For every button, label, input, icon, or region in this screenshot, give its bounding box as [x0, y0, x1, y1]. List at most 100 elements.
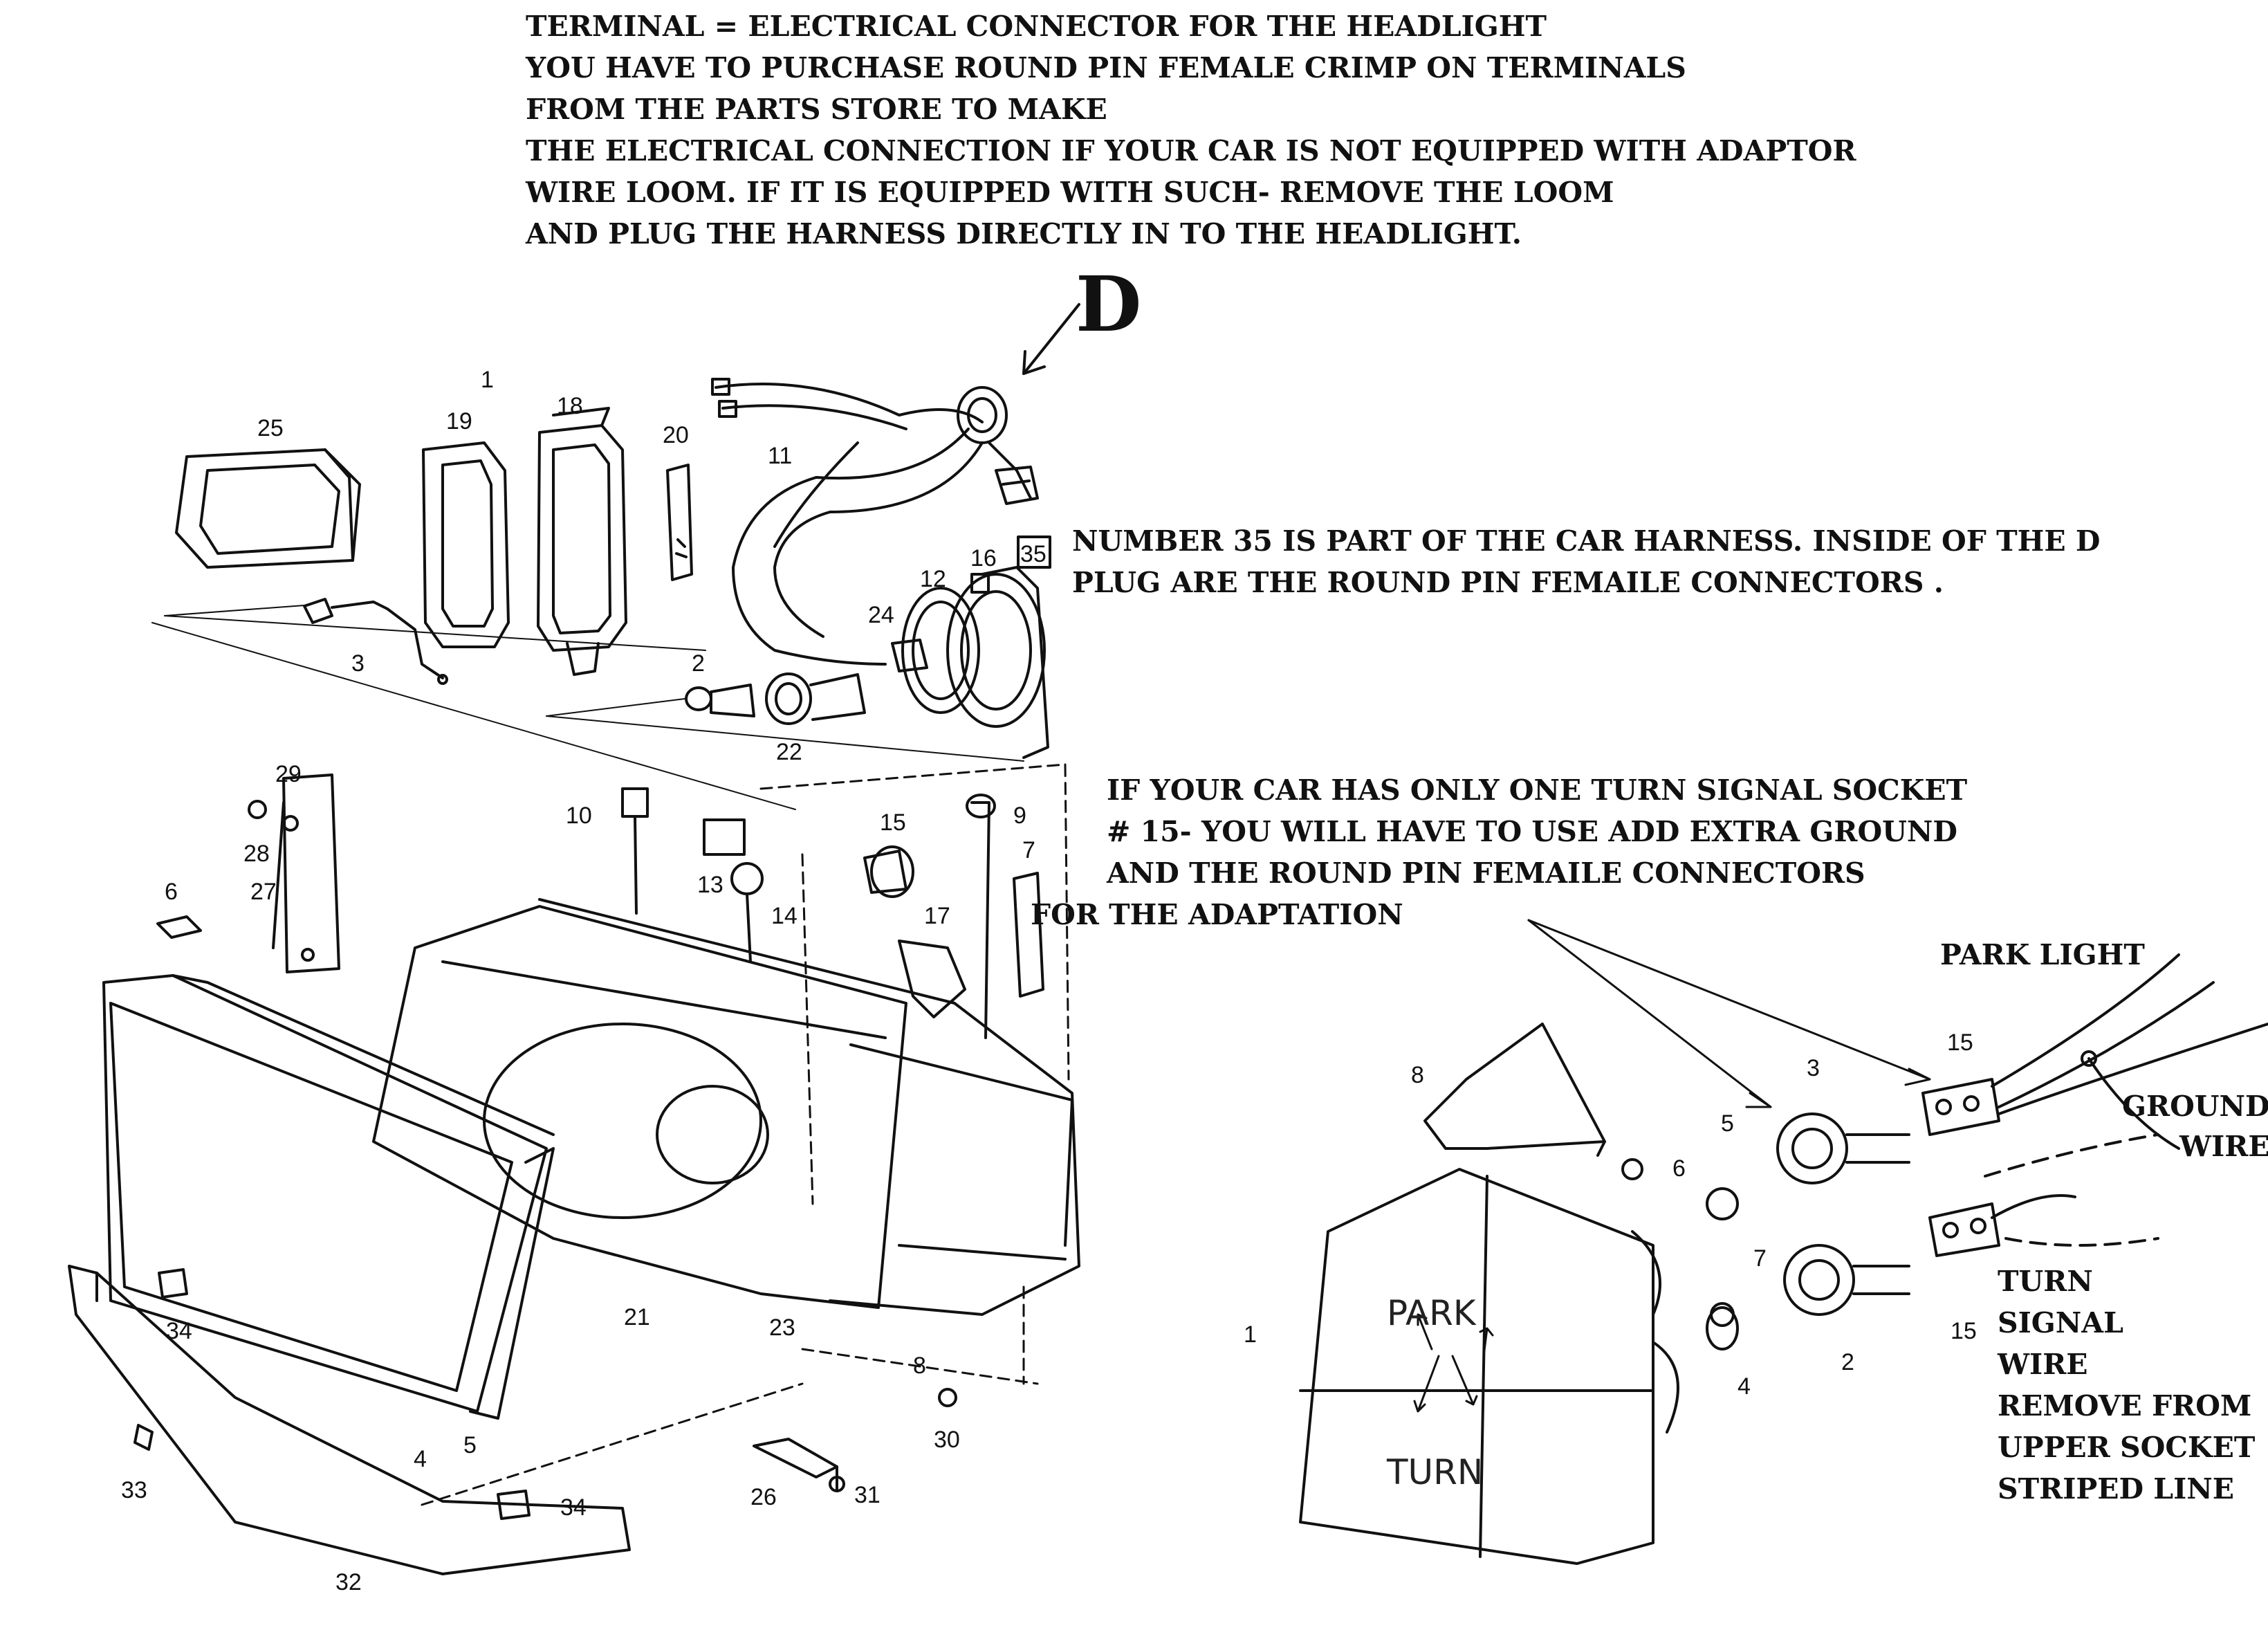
part-2-guide-line [546, 715, 1024, 762]
part-number: 27 [250, 879, 277, 905]
intro-note: TERMINAL = ELECTRICAL CONNECTOR FOR THE … [526, 6, 1856, 255]
part-5-gasket-shape [469, 1147, 555, 1420]
turn-signal-note-line: # 15- YOU WILL HAVE TO USE ADD EXTRA GRO… [1107, 815, 1957, 848]
turn-signal-note-line: IF YOUR CAR HAS ONLY ONE TURN SIGNAL SOC… [1107, 773, 1968, 807]
part-number: 20 [663, 422, 689, 448]
part-6-shape [156, 915, 202, 939]
part-number: 26 [750, 1484, 777, 1510]
part-32-trim-shape [68, 1265, 631, 1575]
part-number: 31 [854, 1482, 881, 1508]
part-35-note: NUMBER 35 IS PART OF THE CAR HARNESS. IN… [1072, 520, 2100, 603]
corner-reflector-shape [1423, 1023, 1606, 1157]
intro-note-line: TERMINAL = ELECTRICAL CONNECTOR FOR THE … [526, 10, 1547, 43]
part-number: 29 [275, 761, 302, 787]
main-guide-line [151, 622, 796, 810]
turn-signal-note-line: AND THE ROUND PIN FEMAILE CONNECTORS [1107, 857, 1865, 890]
part-number: 8 [913, 1353, 926, 1379]
turn-signal-wire-label-line: UPPER SOCKET [1998, 1431, 2256, 1464]
part-number: 33 [121, 1477, 147, 1503]
d-connector-shape [957, 386, 1032, 500]
part-number: 19 [446, 408, 472, 434]
part-number: 4 [1737, 1373, 1751, 1400]
part-number: 4 [414, 1446, 427, 1472]
part-number: 34 [560, 1494, 587, 1521]
part-19-shape [422, 441, 510, 648]
part-4-lens-shape [102, 974, 555, 1413]
part-26-30-31-shapes [753, 1388, 957, 1492]
part-number: 11 [768, 443, 792, 469]
part-27-28-29-shapes [248, 773, 340, 973]
part-18-shape [537, 407, 627, 676]
part-number: 21 [624, 1304, 650, 1330]
part-number: 6 [1672, 1155, 1686, 1182]
part-number: 8 [1411, 1062, 1424, 1088]
part-33-34-shapes [133, 1268, 531, 1520]
part-2-guide-line [546, 698, 685, 717]
part-number: 9 [1013, 803, 1026, 829]
part-number: 12 [920, 566, 946, 592]
intro-note-line: FROM THE PARTS STORE TO MAKE [526, 93, 1107, 126]
part-number: 15 [1947, 1029, 1973, 1056]
part-21-housing-shape [372, 905, 907, 1309]
part-number: 1 [1244, 1321, 1257, 1348]
part-35-shape [995, 466, 1039, 505]
part-number: 30 [934, 1427, 960, 1453]
annotation-arrows [1413, 919, 1931, 1413]
turn-signal-wire-label-line: TURN [1998, 1265, 2093, 1298]
ground-wire-label: GROUND WIRE [2122, 1086, 2268, 1166]
part-3-guide-line [164, 615, 706, 651]
intro-note-line: WIRE LOOM. IF IT IS EQUIPPED WITH SUCH- … [526, 176, 1614, 209]
corner-socket-15-shapes [1921, 1078, 2000, 1257]
ground-wire-label-line: GROUND [2122, 1090, 2268, 1123]
part-35-label-box [1017, 535, 1051, 569]
handwritten-turn: TURN [1386, 1452, 1483, 1492]
part-number: 3 [351, 650, 365, 677]
part-12-24-16-shapes [891, 566, 1049, 759]
part-number: 2 [692, 650, 705, 677]
part-number: 2 [1841, 1349, 1854, 1375]
handwritten-park: PARK [1387, 1293, 1477, 1333]
part-number: 32 [335, 1569, 362, 1595]
part-35-note-line: NUMBER 35 IS PART OF THE CAR HARNESS. IN… [1072, 524, 2101, 558]
corner-wires [1984, 953, 2268, 1247]
part-number: 15 [880, 809, 906, 836]
d-pointer-arrow [1022, 303, 1080, 375]
part-15-7-17-shapes [863, 845, 1044, 1018]
part-number: 17 [924, 903, 950, 929]
part-number: 7 [1022, 837, 1035, 863]
turn-signal-note: IF YOUR CAR HAS ONLY ONE TURN SIGNAL SOC… [1031, 769, 1968, 935]
corner-lens-shape [1299, 1168, 1679, 1565]
part-11-wire-loom [711, 378, 984, 666]
turn-signal-note-line: FOR THE ADAPTATION [1031, 898, 1403, 931]
connector-d-label: D [1076, 259, 1142, 349]
part-number: 18 [557, 393, 583, 419]
part-number: 3 [1807, 1055, 1820, 1081]
part-2-22-shapes [685, 672, 866, 725]
corner-bulbs-sockets [1621, 1112, 1910, 1350]
part-25-shape [175, 448, 361, 569]
ground-wire-label-line: WIRE [2179, 1130, 2268, 1163]
intro-note-line: YOU HAVE TO PURCHASE ROUND PIN FEMALE CR… [526, 51, 1686, 84]
turn-signal-wire-label-line: WIRE [1998, 1348, 2088, 1381]
part-number: 23 [769, 1315, 795, 1341]
turn-signal-wire-label-line: REMOVE FROM [1998, 1389, 2252, 1422]
intro-note-line: AND PLUG THE HARNESS DIRECTLY IN TO THE … [526, 217, 1522, 250]
part-number: 13 [697, 872, 723, 898]
part-number: 35 [1020, 541, 1047, 567]
part-number: 1 [481, 367, 494, 393]
turn-signal-wire-label-line: SIGNAL [1998, 1306, 2123, 1339]
park-light-label: PARK LIGHT [1940, 938, 2145, 971]
part-number: 14 [771, 903, 798, 929]
part-23-8-shapes [538, 898, 1080, 1316]
part-number: 5 [1721, 1110, 1734, 1137]
turn-signal-wire-label-line: STRIPED LINE [1998, 1472, 2235, 1505]
part-number: 7 [1753, 1245, 1767, 1272]
intro-note-line: THE ELECTRICAL CONNECTION IF YOUR CAR IS… [526, 134, 1856, 167]
corner-part-numbers: 1 2 3 4 5 6 7 8 15 15 [1244, 1029, 1977, 1400]
part-20-shape [666, 464, 693, 581]
part-number: 16 [970, 545, 997, 571]
d-pointer-arrowhead [1022, 350, 1046, 375]
part-number: 22 [776, 739, 802, 765]
part-35-note-line: PLUG ARE THE ROUND PIN FEMAILE CONNECTOR… [1072, 566, 1944, 599]
